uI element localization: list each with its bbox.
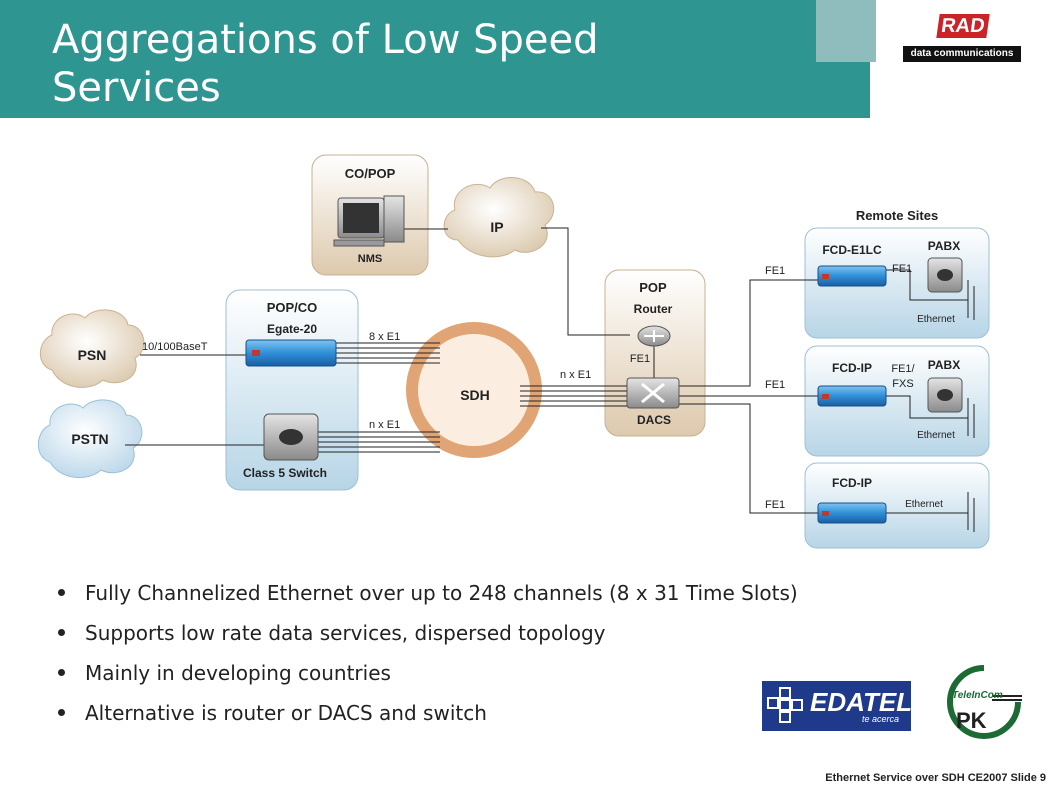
header-bar <box>0 0 870 118</box>
edatel-logo-text: EDATEL <box>810 687 913 717</box>
class5-switch-icon <box>263 413 319 461</box>
fe1-link-label-1: FE1 <box>765 265 785 277</box>
pabx-label-site1: PABX <box>928 239 960 253</box>
egate-20-device-icon <box>245 339 337 367</box>
router-icon <box>637 325 671 347</box>
site1-fe1-label: FE1 <box>892 263 912 275</box>
nms-computer-icon <box>333 195 405 247</box>
co-pop-label: CO/POP <box>345 166 396 181</box>
slide-title-line1: Aggregations of Low Speed <box>52 17 599 63</box>
site2-fe1-label-line1: FE1/ <box>891 363 915 375</box>
bullet-text: Supports low rate data services, dispers… <box>85 621 606 645</box>
fcd-e1lc-device-icon <box>817 265 887 287</box>
bullet-item: Alternative is router or DACS and switch <box>58 698 798 738</box>
psn-cloud <box>39 309 145 388</box>
bullet-dot <box>58 709 65 716</box>
ip-cloud <box>443 176 555 258</box>
link-10-100-label: 10/100BaseT <box>142 341 208 353</box>
link-8xe1-label: 8 x E1 <box>369 331 400 343</box>
pabx-label-site2: PABX <box>928 358 960 372</box>
remote-site-1-box <box>804 227 990 339</box>
bullet-item: Mainly in developing countries <box>58 658 798 698</box>
site1-ethernet-label: Ethernet <box>917 314 955 325</box>
edatel-logo: EDATEL te acerca <box>762 681 913 731</box>
site2-ethernet-label: Ethernet <box>917 430 955 441</box>
site2-fe1-label-line2: FXS <box>892 378 913 390</box>
remote-sites-label: Remote Sites <box>856 208 938 223</box>
pop-co-label: POP/CO <box>267 300 318 315</box>
remote-site-2-box <box>804 345 990 457</box>
fcd-ip-label-site2: FCD-IP <box>832 361 872 375</box>
pop-fe1-label: FE1 <box>630 353 650 365</box>
class5-switch-label: Class 5 Switch <box>243 466 327 480</box>
nms-label: NMS <box>358 253 382 265</box>
pabx-icon-site2 <box>927 377 963 413</box>
psn-cloud-label: PSN <box>78 347 107 363</box>
pop-label: POP <box>639 280 667 295</box>
link-nxe1-left-label: n x E1 <box>369 419 400 431</box>
site3-ethernet-label: Ethernet <box>905 499 943 510</box>
pabx-icon-site1 <box>927 257 963 293</box>
connection-lines <box>125 227 975 532</box>
slide-title-line2: Services <box>52 65 221 111</box>
remote-site-3-box <box>804 462 990 549</box>
bullet-item: Fully Channelized Ethernet over up to 24… <box>58 578 798 618</box>
fcd-ip-device-icon-site3 <box>817 502 887 524</box>
router-label: Router <box>634 302 673 316</box>
egate-20-label: Egate-20 <box>267 322 317 336</box>
dacs-label: DACS <box>637 413 671 427</box>
bullet-dot <box>58 589 65 596</box>
pstn-cloud-label: PSTN <box>71 431 108 447</box>
sdh-label: SDH <box>460 387 490 403</box>
sdh-ring <box>406 322 542 458</box>
fe1-link-label-2: FE1 <box>765 379 785 391</box>
bullet-dot <box>58 629 65 636</box>
teleincom-logo: TeleInCom PK <box>947 665 1022 739</box>
rad-logo-subtitle: data communications <box>903 46 1021 62</box>
ip-cloud-label: IP <box>490 219 503 235</box>
fcd-ip-device-icon-site2 <box>817 385 887 407</box>
pstn-cloud <box>37 399 143 479</box>
header-tab <box>816 0 876 62</box>
bullet-text: Alternative is router or DACS and switch <box>85 701 487 725</box>
bullet-list: Fully Channelized Ethernet over up to 24… <box>58 578 798 738</box>
teleincom-logo-text: TeleInCom <box>952 690 1003 701</box>
edatel-logo-tagline: te acerca <box>862 714 900 724</box>
bullet-text: Fully Channelized Ethernet over up to 24… <box>85 581 798 605</box>
slide-footer: Ethernet Service over SDH CE2007 Slide 9 <box>825 772 1046 784</box>
teleincom-logo-pk: PK <box>956 708 987 733</box>
fcd-e1lc-label: FCD-E1LC <box>822 243 882 257</box>
bullet-text: Mainly in developing countries <box>85 661 391 685</box>
bullet-item: Supports low rate data services, dispers… <box>58 618 798 658</box>
dacs-icon <box>626 377 680 409</box>
bullet-dot <box>58 669 65 676</box>
link-nxe1-right-label: n x E1 <box>560 369 591 381</box>
edatel-emblem-icon <box>767 687 803 723</box>
fcd-ip-label-site3: FCD-IP <box>832 476 872 490</box>
fe1-link-label-3: FE1 <box>765 499 785 511</box>
